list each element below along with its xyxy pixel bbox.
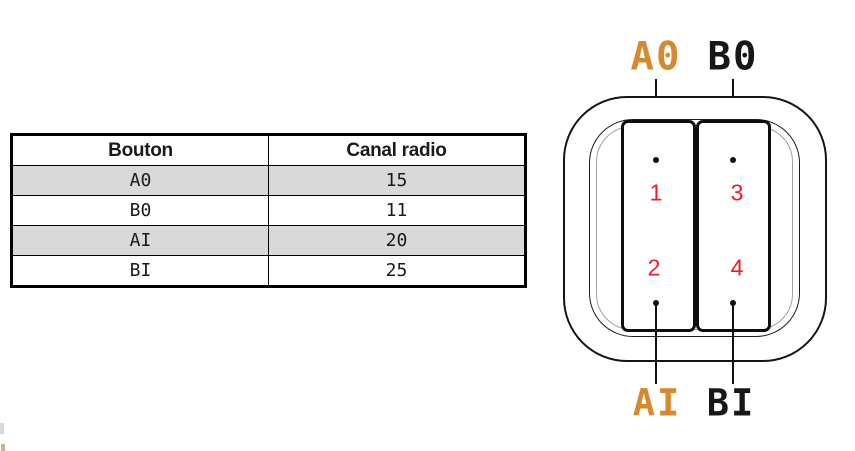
button-channel-table: Bouton Canal radio A0 15 B0 11 AI 20 bbox=[10, 133, 527, 288]
table-row: BI 25 bbox=[11, 255, 526, 287]
channel-number-3: 3 bbox=[730, 179, 744, 206]
press-dot-a0 bbox=[652, 157, 659, 163]
cell-canal-a0: 15 bbox=[268, 165, 526, 196]
column-header-canal-radio: Canal radio bbox=[268, 134, 526, 166]
label-b0: B0 bbox=[707, 34, 759, 80]
channel-number-2: 2 bbox=[647, 254, 661, 281]
table-row: B0 11 bbox=[11, 195, 526, 226]
cell-bouton-a0: A0 bbox=[11, 165, 269, 196]
label-ai: AI bbox=[632, 381, 682, 425]
press-dot-b0 bbox=[729, 157, 736, 163]
rocker-button-right bbox=[696, 120, 771, 332]
cell-bouton-ai: AI bbox=[11, 225, 269, 256]
channel-table: Bouton Canal radio A0 15 B0 11 AI 20 bbox=[10, 133, 527, 288]
label-a0: A0 bbox=[630, 34, 682, 80]
cell-canal-b0: 11 bbox=[268, 195, 526, 226]
cell-canal-bi: 25 bbox=[268, 255, 526, 287]
rocker-button-left bbox=[621, 120, 696, 332]
table-row: A0 15 bbox=[11, 165, 526, 196]
column-header-bouton: Bouton bbox=[11, 134, 269, 166]
edge-artifact bbox=[1, 444, 5, 451]
channel-number-4: 4 bbox=[730, 254, 744, 281]
cell-bouton-bi: BI bbox=[11, 255, 269, 287]
table-row: AI 20 bbox=[11, 225, 526, 256]
cell-canal-ai: 20 bbox=[268, 225, 526, 256]
leader-line-ai bbox=[654, 303, 657, 384]
label-bi: BI bbox=[706, 381, 756, 425]
edge-artifact bbox=[0, 423, 4, 434]
table-header-row: Bouton Canal radio bbox=[11, 134, 526, 166]
leader-line-bi bbox=[731, 303, 734, 384]
channel-number-1: 1 bbox=[649, 179, 663, 206]
cell-bouton-b0: B0 bbox=[11, 195, 269, 226]
